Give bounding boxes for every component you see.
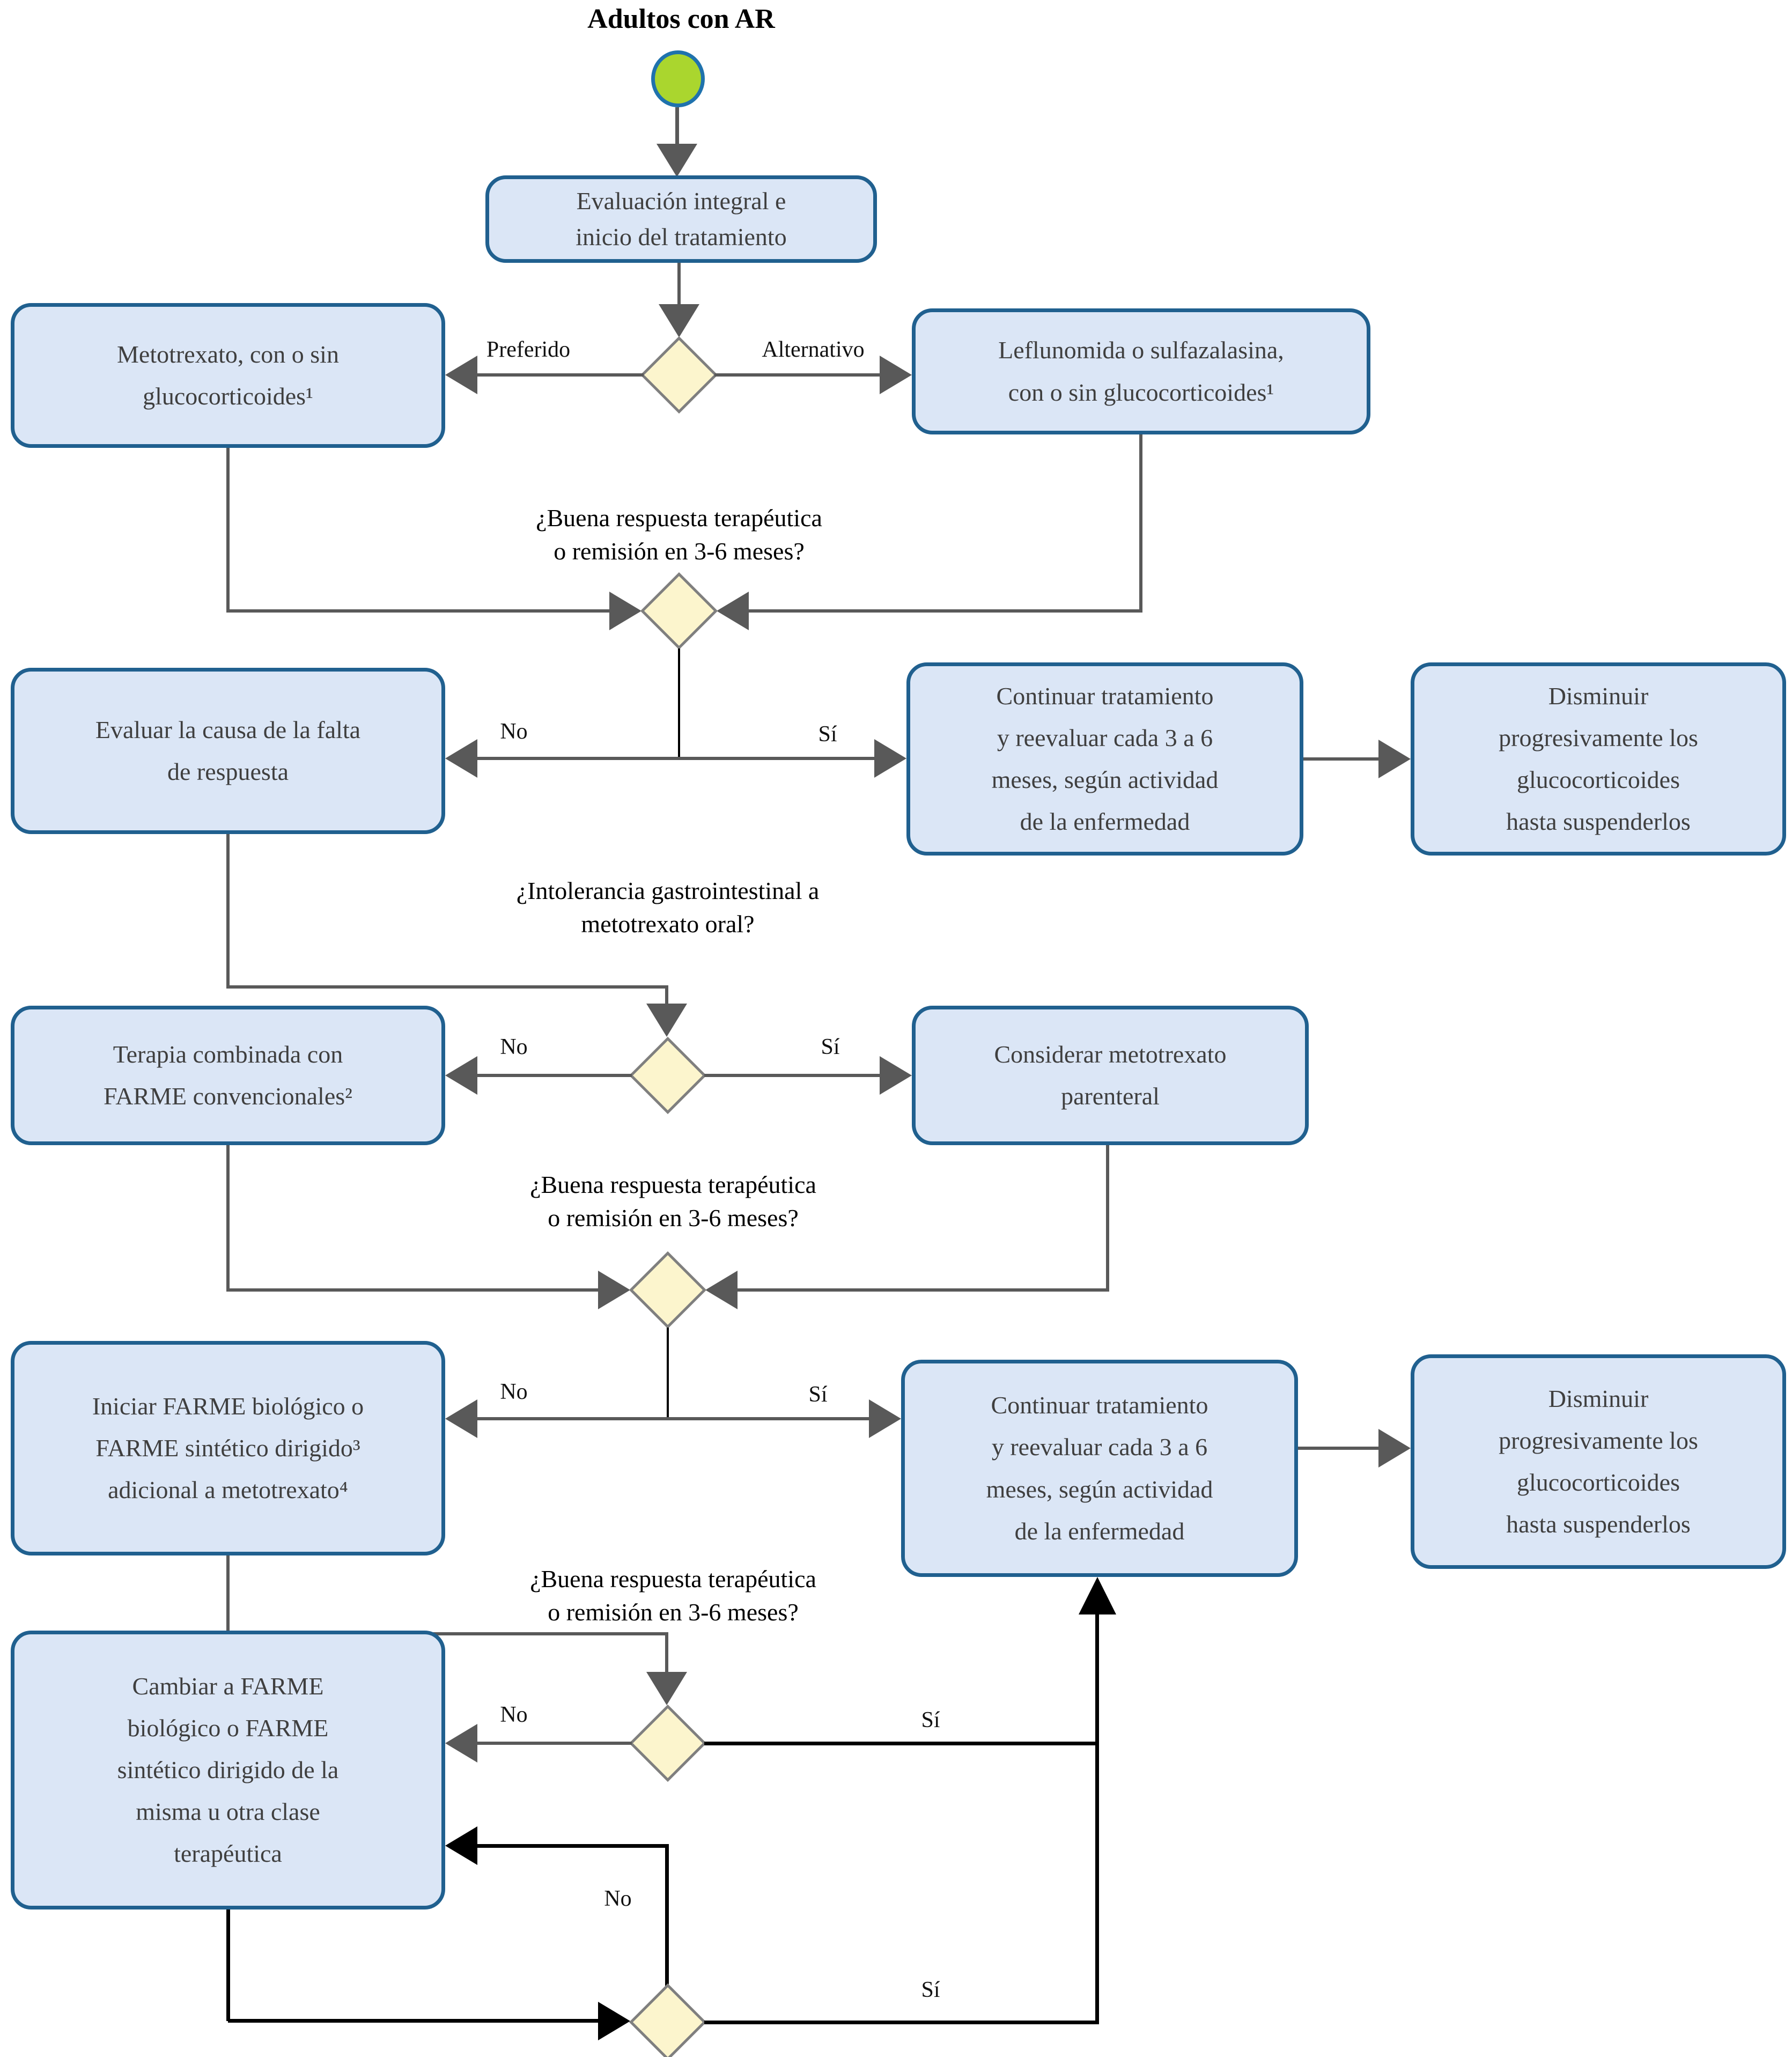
question-respuesta-3: ¿Buena respuesta terapéutica o remisión … bbox=[530, 1565, 816, 1626]
question-intolerancia: ¿Intolerancia gastrointestinal a metotre… bbox=[516, 877, 820, 938]
start-node-icon bbox=[651, 50, 705, 107]
edge-start-evaluacion-line bbox=[675, 107, 679, 144]
decision-5-respuesta bbox=[629, 1704, 707, 1782]
edge-d6-si-line bbox=[704, 2021, 1097, 2024]
edge-metotrexato-d2-arrowhead bbox=[609, 592, 641, 630]
edge-label-d3-si: Sí bbox=[821, 1035, 840, 1059]
edge-iniciar-d5-vline2 bbox=[665, 1634, 668, 1677]
edge-considerar-d4-vline bbox=[1106, 1145, 1109, 1292]
question-respuesta-2: ¿Buena respuesta terapéutica o remisión … bbox=[530, 1171, 816, 1232]
decision-4-respuesta bbox=[629, 1251, 707, 1329]
edge-d3-no-line bbox=[476, 1074, 632, 1077]
edge-cambiar-d6-hline bbox=[228, 2019, 599, 2023]
edge-d3-si-arrowhead bbox=[880, 1056, 912, 1095]
edge-d1-metotrexato-line bbox=[476, 373, 644, 377]
node-leflunomida: Leflunomida o sulfazalasina, con o sin g… bbox=[912, 308, 1370, 434]
node-evaluar-causa: Evaluar la causa de la falta de respuest… bbox=[11, 668, 445, 834]
edge-d4-no-arrowhead bbox=[445, 1399, 477, 1438]
edge-label-d5-no: No bbox=[500, 1702, 528, 1727]
page-title: Adultos con AR bbox=[587, 4, 775, 34]
decision-6-respuesta bbox=[629, 1983, 707, 2057]
edge-evaluar-d3-hline bbox=[226, 985, 668, 989]
edge-start-evaluacion-arrowhead bbox=[657, 144, 697, 177]
edge-d5-no-line bbox=[476, 1742, 632, 1745]
edge-d6-no-hline bbox=[476, 1844, 669, 1848]
edge-label-d4-si: Sí bbox=[808, 1382, 828, 1407]
node-cambiar-farme: Cambiar a FARME biológico o FARME sintét… bbox=[11, 1631, 445, 1909]
edge-evaluacion-d1-arrowhead bbox=[659, 304, 699, 337]
edge-evaluar-d3-vline2 bbox=[665, 987, 668, 1008]
edge-d5-no-arrowhead bbox=[445, 1724, 477, 1763]
edge-d1-leflunomida-line bbox=[714, 373, 881, 377]
edge-label-d2-si: Sí bbox=[818, 722, 837, 747]
edge-label-preferido: Preferido bbox=[486, 337, 571, 362]
node-terapia-combinada: Terapia combinada con FARME convencional… bbox=[11, 1006, 445, 1145]
edge-evaluacion-d1-line bbox=[677, 263, 681, 308]
edge-terapia-d4-arrowhead bbox=[598, 1271, 630, 1309]
edge-label-alternativo: Alternativo bbox=[762, 337, 865, 362]
edge-d2-branch-vline bbox=[678, 648, 680, 758]
edge-cambiar-d6-arrowhead bbox=[598, 2002, 630, 2040]
edge-iniciar-d5-arrowhead bbox=[646, 1672, 687, 1705]
edge-continuar1-disminuir1-line bbox=[1303, 757, 1380, 761]
edge-terapia-d4-vline bbox=[226, 1145, 230, 1292]
decision-1-preferencia bbox=[640, 336, 718, 414]
question-respuesta-1: ¿Buena respuesta terapéutica o remisión … bbox=[536, 504, 822, 565]
node-metotrexato: Metotrexato, con o sin glucocorticoides¹ bbox=[11, 303, 445, 448]
edge-label-d6-si: Sí bbox=[921, 1978, 940, 2002]
edge-d4-branch-vline bbox=[667, 1328, 669, 1419]
edge-leflunomida-d2-arrowhead bbox=[717, 592, 749, 630]
edge-d4-branch-hline bbox=[476, 1417, 870, 1420]
node-iniciar-farme: Iniciar FARME biológico o FARME sintétic… bbox=[11, 1341, 445, 1555]
edge-continuar2-disminuir2-line bbox=[1298, 1447, 1380, 1450]
edge-d1-metotrexato-arrowhead bbox=[445, 356, 477, 394]
edge-d2-no-arrowhead bbox=[445, 739, 477, 778]
edge-d2-si-arrowhead bbox=[874, 739, 906, 778]
edge-label-d6-no: No bbox=[604, 1886, 632, 1911]
edge-si-return-vline bbox=[1095, 1612, 1099, 2024]
edge-considerar-d4-hline bbox=[738, 1288, 1109, 1292]
edge-label-d5-si: Sí bbox=[921, 1708, 940, 1732]
node-continuar-tratamiento-1: Continuar tratamiento y reevaluar cada 3… bbox=[906, 662, 1303, 856]
edge-label-d4-no: No bbox=[500, 1380, 528, 1404]
edge-d3-si-line bbox=[704, 1074, 881, 1077]
edge-evaluar-d3-arrowhead bbox=[646, 1004, 687, 1037]
edge-d1-leflunomida-arrowhead bbox=[880, 356, 912, 394]
edge-iniciar-d5-vline1 bbox=[226, 1555, 230, 1634]
decision-2-respuesta bbox=[640, 572, 718, 650]
node-considerar-metotrexato: Considerar metotrexato parenteral bbox=[912, 1006, 1309, 1145]
edge-d3-no-arrowhead bbox=[445, 1056, 477, 1095]
edge-label-d3-no: No bbox=[500, 1035, 528, 1059]
node-disminuir-glucocorticoides-1: Disminuir progresivamente los glucocorti… bbox=[1411, 662, 1786, 856]
edge-continuar2-disminuir2-arrowhead bbox=[1378, 1429, 1411, 1468]
edge-leflunomida-d2-hline bbox=[749, 609, 1142, 613]
edge-d2-branch-hline bbox=[476, 757, 875, 760]
edge-label-d2-no: No bbox=[500, 719, 528, 744]
edge-si-return-arrowhead bbox=[1079, 1577, 1116, 1614]
edge-terapia-d4-hline bbox=[226, 1288, 600, 1292]
node-disminuir-glucocorticoides-2: Disminuir progresivamente los glucocorti… bbox=[1411, 1354, 1786, 1569]
node-evaluacion-integral: Evaluación integral e inicio del tratami… bbox=[485, 175, 877, 263]
edge-cambiar-d6-vline bbox=[226, 1909, 230, 2021]
edge-d6-no-arrowhead bbox=[445, 1826, 477, 1865]
edge-d4-si-arrowhead bbox=[869, 1399, 901, 1438]
edge-considerar-d4-arrowhead bbox=[705, 1271, 738, 1309]
node-continuar-tratamiento-2: Continuar tratamiento y reevaluar cada 3… bbox=[901, 1360, 1298, 1577]
edge-metotrexato-d2-vline bbox=[226, 448, 230, 611]
edge-evaluar-d3-vline1 bbox=[226, 834, 230, 989]
decision-3-intolerancia bbox=[629, 1036, 707, 1115]
edge-leflunomida-d2-vline bbox=[1139, 434, 1142, 611]
edge-metotrexato-d2-hline bbox=[226, 609, 611, 613]
edge-d5-si-line bbox=[704, 1742, 1097, 1745]
edge-continuar1-disminuir1-arrowhead bbox=[1378, 740, 1411, 778]
edge-iniciar-d5-hline bbox=[226, 1632, 668, 1635]
edge-d6-no-vline bbox=[665, 1844, 669, 1989]
